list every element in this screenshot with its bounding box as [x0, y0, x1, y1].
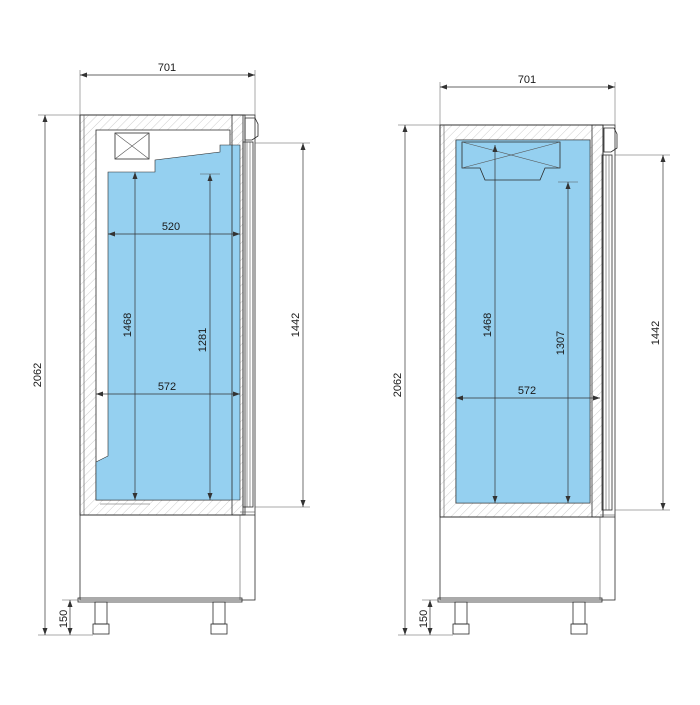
right-evaporator-unit	[461, 141, 561, 181]
left-door-height-dim: 1442	[255, 142, 310, 508]
left-door-height-label: 1442	[290, 313, 302, 337]
left-base	[77, 514, 255, 635]
left-leg-front	[92, 601, 110, 635]
right-door-height-label: 1442	[650, 321, 662, 345]
right-overall-width-dim: 701	[439, 74, 616, 125]
left-lower-width-dim: 572	[96, 381, 240, 397]
right-overall-height-label: 2062	[392, 373, 404, 397]
right-leg-rear	[570, 601, 588, 635]
left-leg-height-label: 150	[58, 610, 70, 628]
left-upper-width-label: 520	[162, 221, 180, 233]
right-shelf-height-label: 1307	[555, 331, 567, 355]
left-shelf-height-dim: 1281	[197, 173, 220, 500]
left-overall-height-dim: 2062	[32, 114, 93, 636]
left-leg-height-dim: 150	[58, 599, 80, 635]
right-overall-height-dim: 2062	[392, 124, 453, 636]
right-glass-door	[600, 127, 618, 516]
right-overall-width-label: 701	[518, 74, 536, 86]
right-door-height-dim: 1442	[615, 154, 670, 511]
left-overall-width-label: 701	[158, 62, 176, 74]
left-interior-height-label: 1468	[122, 313, 134, 337]
right-shelf-height-dim: 1307	[555, 181, 578, 503]
left-overall-height-label: 2062	[32, 363, 44, 387]
right-dimensions: 701 2062 150 1442	[392, 74, 670, 636]
right-leg-height-label: 150	[418, 610, 430, 628]
left-dimensions: 701 2062 150 1442	[32, 62, 310, 636]
left-upper-width-dim: 520	[108, 221, 240, 237]
right-cabinet	[437, 124, 618, 635]
right-leg-height-dim: 150	[418, 599, 440, 635]
left-shelf-height-label: 1281	[197, 328, 209, 352]
right-base	[437, 516, 615, 635]
left-cabinet	[77, 114, 259, 635]
left-leg-rear	[210, 601, 228, 635]
right-leg-front	[452, 601, 470, 635]
right-lower-width-label: 572	[518, 385, 536, 397]
right-interior-height-dim: 1468	[482, 145, 498, 503]
right-interior-volume	[455, 139, 591, 504]
left-interior-height-dim: 1468	[122, 172, 138, 500]
left-glass-door	[240, 117, 259, 513]
left-fan-unit	[114, 132, 150, 160]
left-overall-width-dim: 701	[79, 62, 256, 115]
left-interior-volume	[95, 144, 241, 501]
left-lower-width-label: 572	[158, 381, 176, 393]
right-interior-height-label: 1468	[482, 313, 494, 337]
right-lower-width-dim: 572	[456, 385, 600, 401]
